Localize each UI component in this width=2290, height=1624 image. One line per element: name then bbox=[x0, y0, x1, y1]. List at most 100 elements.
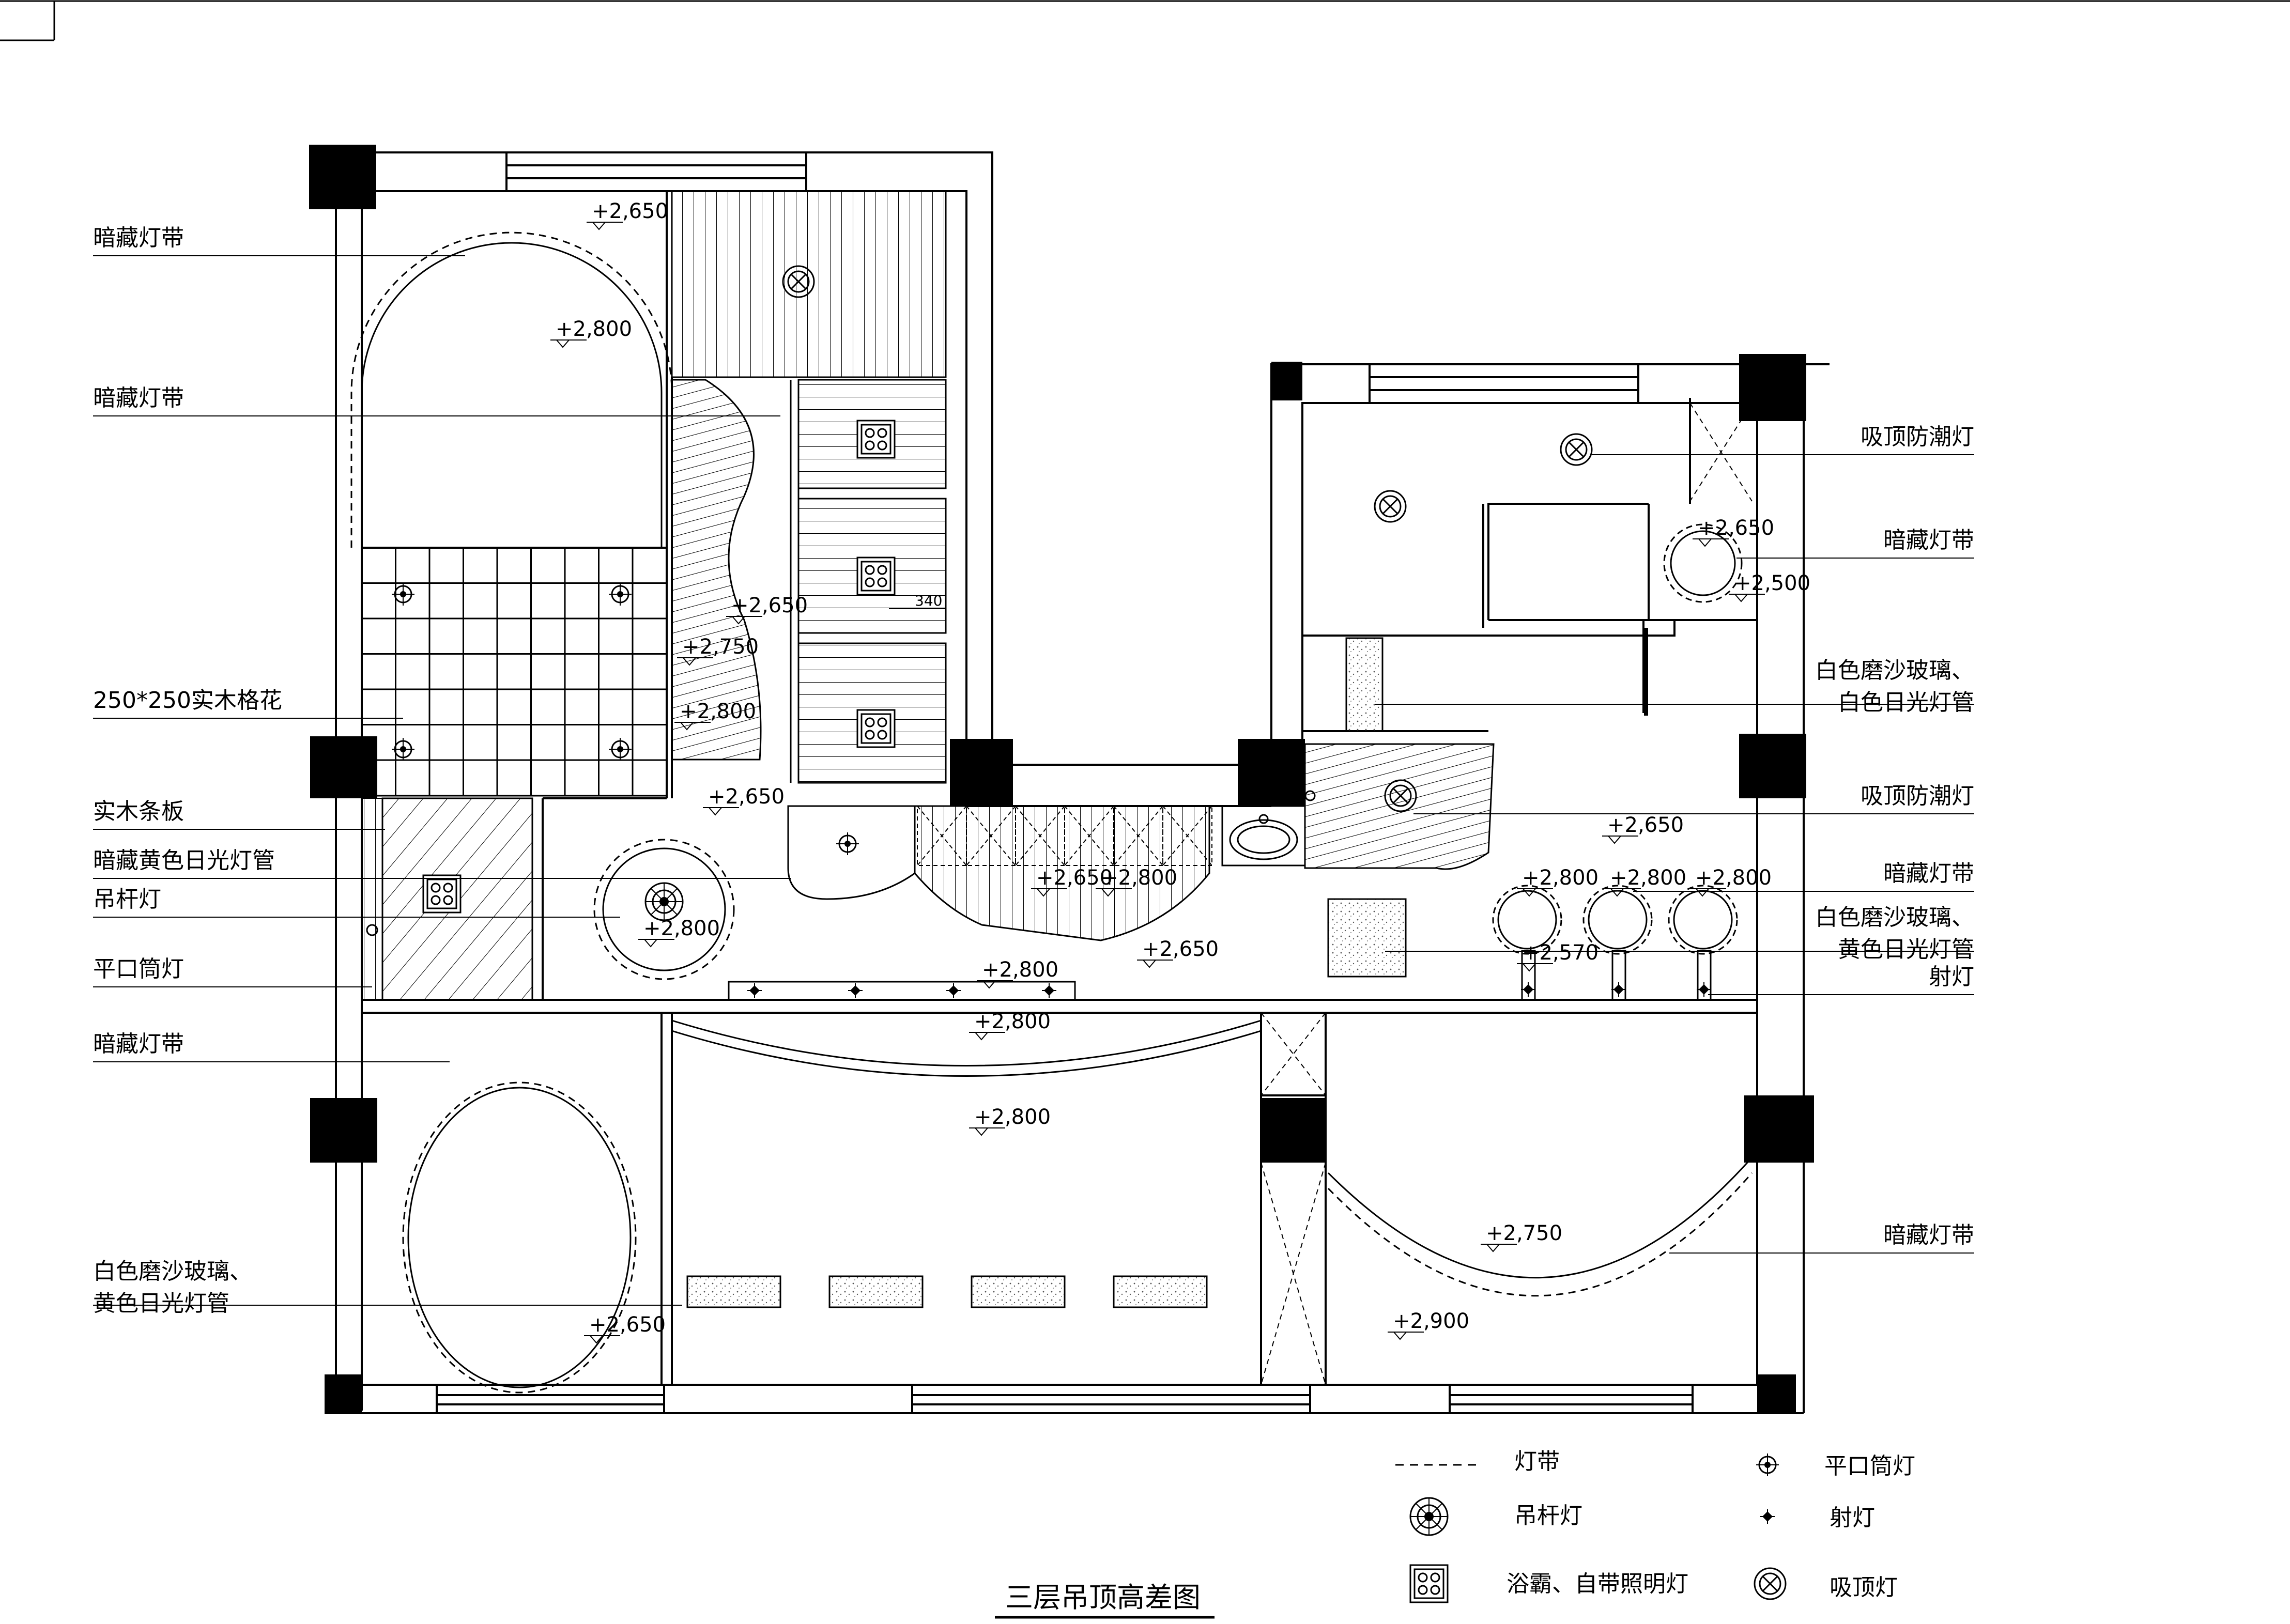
elevation-mark: +2,650 bbox=[1137, 937, 1219, 968]
elevation-value: +2,900 bbox=[1393, 1309, 1469, 1333]
hidden-light-strip bbox=[350, 231, 673, 548]
elevation-value: +2,800 bbox=[982, 958, 1058, 982]
right-callout-label: 射灯 bbox=[1929, 964, 1974, 990]
oval-recess bbox=[402, 1081, 637, 1394]
legend-label: 吊杆灯 bbox=[1514, 1503, 1582, 1529]
right-callout-label: 黄色日光灯管 bbox=[1838, 936, 1974, 963]
flush-downlight-icon bbox=[835, 831, 860, 856]
right-callout-label: 暗藏灯带 bbox=[1883, 860, 1974, 887]
ceiling-light-icon bbox=[1560, 433, 1593, 466]
elevation-mark: +2,570 bbox=[1517, 941, 1599, 972]
elevation-mark: +2,650 bbox=[703, 785, 785, 816]
elevation-value: +2,650 bbox=[731, 594, 808, 617]
wall-outline bbox=[325, 151, 1830, 1414]
dimension-label: 340 bbox=[915, 592, 942, 609]
elevation-value: +2,650 bbox=[1036, 866, 1113, 890]
left-callout-label: 暗藏灯带 bbox=[93, 385, 184, 411]
curved-stair-ceiling bbox=[671, 379, 762, 761]
left-callout-label: 黄色日光灯管 bbox=[93, 1290, 229, 1317]
legend-label: 平口筒灯 bbox=[1824, 1453, 1915, 1479]
elevation-value: +2,800 bbox=[974, 1105, 1051, 1129]
elevation-value: +2,800 bbox=[556, 317, 632, 341]
elevation-value: +2,800 bbox=[643, 917, 720, 940]
elevation-mark: +2,900 bbox=[1388, 1309, 1469, 1340]
lattice-lines bbox=[362, 548, 667, 796]
right-callout-label: 暗藏灯带 bbox=[1883, 1222, 1974, 1248]
elevation-mark: +2,750 bbox=[677, 635, 759, 666]
elevation-mark: +2,800 bbox=[1690, 866, 1772, 897]
elevation-mark: +2,650 bbox=[726, 594, 808, 625]
vent-cross bbox=[1064, 806, 1114, 866]
fan-ceiling bbox=[914, 805, 1210, 941]
elevation-value: +2,500 bbox=[1734, 571, 1810, 595]
left-callout-label: 暗藏黄色日光灯管 bbox=[93, 847, 275, 874]
vent-cell bbox=[1064, 806, 1114, 866]
elevation-value: +2,750 bbox=[1486, 1221, 1562, 1245]
bath-heater-icon bbox=[422, 874, 462, 914]
structural-columns bbox=[309, 145, 1814, 1413]
legend-label: 浴霸、自带照明灯 bbox=[1507, 1571, 1688, 1597]
left-callout-label: 实木条板 bbox=[93, 798, 184, 825]
arch-ceiling-center bbox=[671, 1019, 1262, 1066]
arch-ceiling-top bbox=[361, 242, 663, 548]
callout-leaders bbox=[93, 255, 1974, 1306]
elevation-mark: +2,650 bbox=[1031, 866, 1113, 897]
elevation-value: +2,800 bbox=[680, 700, 756, 723]
vent-cell bbox=[917, 806, 967, 866]
elevation-value: +2,650 bbox=[708, 785, 785, 809]
arc-ceiling-right bbox=[1327, 1157, 1753, 1279]
bath-heater-icon bbox=[856, 709, 896, 748]
ceiling-light-icon bbox=[782, 265, 815, 298]
spotlight-icon bbox=[848, 983, 863, 998]
elevation-value: +2,800 bbox=[1522, 866, 1599, 890]
shaft-crosses bbox=[1261, 403, 1753, 1385]
left-callout-label: 250*250实木格花 bbox=[93, 687, 282, 714]
elevation-value: +2,800 bbox=[974, 1010, 1051, 1033]
elevation-mark: +2,800 bbox=[1605, 866, 1686, 897]
round-recess bbox=[593, 839, 735, 980]
spotlight-icon bbox=[946, 983, 961, 998]
vent-cross bbox=[1162, 806, 1212, 866]
right-callout-label: 吸顶防潮灯 bbox=[1861, 424, 1974, 450]
elevation-value: +2,750 bbox=[682, 635, 759, 659]
round-light-recesses bbox=[1492, 523, 1743, 1001]
vent-cell bbox=[966, 806, 1016, 866]
elevation-value: +2,800 bbox=[1695, 866, 1772, 890]
legend-label: 射灯 bbox=[1830, 1505, 1875, 1531]
elevation-mark: +2,800 bbox=[969, 1105, 1051, 1136]
elevation-mark: +2,800 bbox=[977, 958, 1058, 989]
vent-cross bbox=[1015, 806, 1065, 866]
elevation-mark: +2,650 bbox=[1693, 516, 1774, 547]
left-callouts: 暗藏灯带暗藏灯带250*250实木格花实木条板暗藏黄色日光灯管吊杆灯平口筒灯暗藏… bbox=[93, 225, 282, 1317]
spotlight-icon bbox=[747, 983, 762, 998]
elevation-mark: +2,800 bbox=[1517, 866, 1599, 897]
elevation-mark: +2,800 bbox=[674, 700, 756, 731]
pendant-light-icon bbox=[644, 882, 684, 921]
elevation-mark: +2,500 bbox=[1729, 571, 1810, 602]
downlight-icon bbox=[366, 924, 378, 936]
elevation-value: +2,650 bbox=[1698, 516, 1774, 540]
downlight-icon bbox=[1304, 790, 1316, 801]
right-callout-label: 暗藏灯带 bbox=[1883, 527, 1974, 553]
vent-cell bbox=[1162, 806, 1212, 866]
left-callout-label: 平口筒灯 bbox=[93, 956, 184, 982]
elevation-value: +2,800 bbox=[1101, 866, 1177, 890]
kitchen-ceiling bbox=[787, 805, 916, 900]
right-callouts: 吸顶防潮灯暗藏灯带白色磨沙玻璃、白色日光灯管吸顶防潮灯暗藏灯带白色磨沙玻璃、黄色… bbox=[1815, 424, 1974, 1248]
spotlight-icon bbox=[1520, 982, 1536, 997]
right-callout-label: 吸顶防潮灯 bbox=[1861, 783, 1974, 809]
spotlight-track bbox=[728, 981, 1076, 1001]
elevation-marks: +2,650+2,800+2,650+2,750+2,800+2,650+2,8… bbox=[550, 199, 1810, 1344]
ceiling-light-icon bbox=[1374, 490, 1407, 523]
flush-downlight-icon bbox=[608, 582, 633, 607]
elevation-mark: +2,800 bbox=[1096, 866, 1177, 897]
ceiling-light-icon bbox=[1384, 779, 1417, 812]
elevation-value: +2,650 bbox=[1607, 813, 1684, 837]
vent-grid bbox=[917, 806, 1212, 866]
elevation-mark: +2,750 bbox=[1481, 1221, 1562, 1252]
bath-heater-icon bbox=[856, 420, 896, 459]
flush-downlight-icon bbox=[608, 737, 633, 762]
left-callout-label: 暗藏灯带 bbox=[93, 1031, 184, 1057]
vent-cross bbox=[966, 806, 1016, 866]
